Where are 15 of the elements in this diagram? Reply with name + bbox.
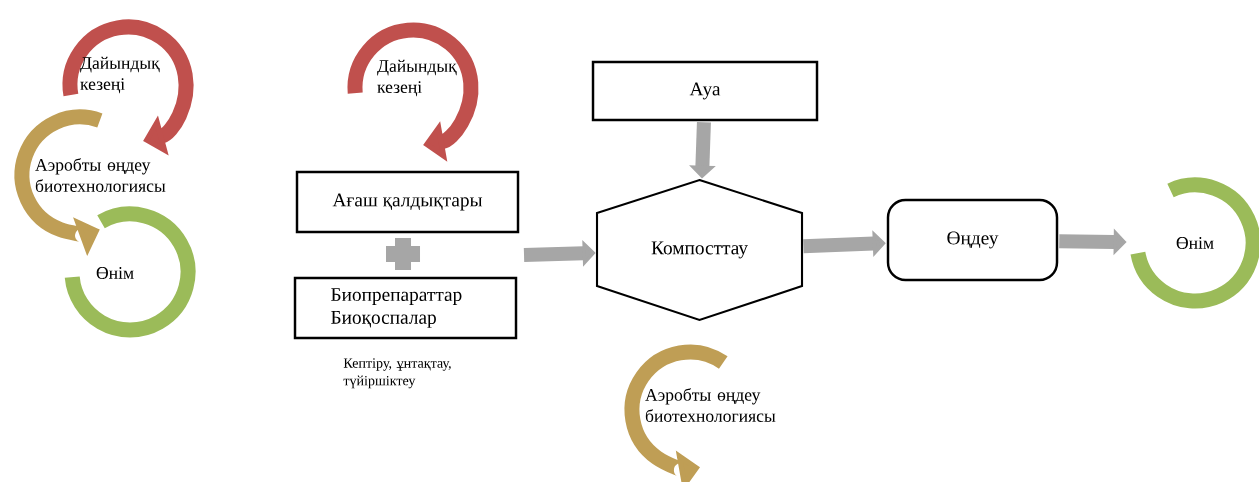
process-box: Ағаш қалдықтары (295, 170, 520, 234)
node-label: Дайындық кезеңі (80, 56, 160, 94)
cycle-ring: Дайындық кезеңі (62, 19, 194, 156)
cycle-ring: Өнім (64, 206, 196, 338)
note-text: Кептіру, ұнтақтау, түйіршіктеу (343, 358, 451, 389)
hexagon-box: Компосттау (595, 178, 804, 322)
process-box: Ауа (591, 60, 819, 122)
node-label: Дайындық кезеңі (377, 59, 457, 97)
node-label: Аэробты өңдеу биотехнологиясы (35, 158, 166, 192)
rounded-box: Өңдеу (886, 198, 1059, 282)
cycle-ring: Аэробты өңдеу биотехнологиясы (624, 344, 776, 482)
node-label: Аэробты өңдеу биотехнологиясы (645, 388, 776, 422)
cycle-ring: Өнім (1130, 177, 1259, 309)
process-box: Биопрепараттар Биоқоспалар (293, 276, 518, 340)
cycle-ring: Дайындық кезеңі (347, 22, 479, 162)
